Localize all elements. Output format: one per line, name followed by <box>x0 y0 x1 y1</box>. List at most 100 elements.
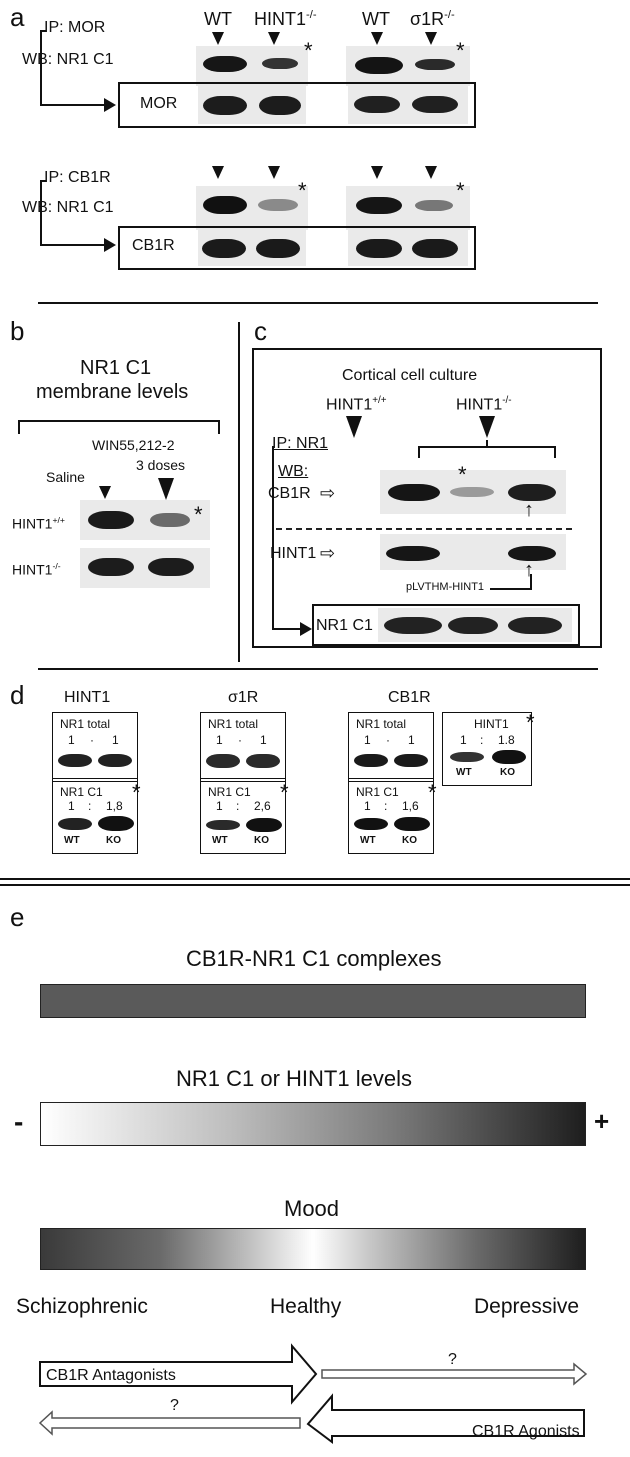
band-a1-hint1ko <box>262 58 298 69</box>
divider <box>38 302 598 304</box>
group-box-hint1 <box>52 712 138 854</box>
row-label-hint1-wt: HINT1+/+ <box>12 515 65 532</box>
divider-vertical <box>238 322 240 662</box>
dashed-separator <box>276 528 572 530</box>
group-title-hint1: HINT1 <box>64 689 111 706</box>
extra-hint1-title: HINT1 <box>474 717 509 731</box>
lane-marker-1 <box>212 32 224 45</box>
ratio-sep: : <box>480 733 484 747</box>
antagonists-label: CB1R Antagonists <box>46 1367 176 1384</box>
band-d <box>206 820 240 830</box>
band-d <box>354 818 388 830</box>
label-healthy: Healthy <box>270 1295 342 1318</box>
significance-star: * <box>526 710 535 735</box>
plasmid-label: pLVTHM-HINT1 <box>406 581 485 593</box>
complexes-bar <box>40 984 586 1018</box>
band-a1-s1rko <box>415 59 455 70</box>
band-d <box>206 754 240 768</box>
band-b-wt-doses <box>150 513 190 527</box>
band-d <box>58 818 92 830</box>
ratio-value: 1 <box>68 733 75 747</box>
saline-label: Saline <box>46 469 85 485</box>
agonists-label: CB1R Agonists <box>472 1423 580 1440</box>
significance-star: * <box>298 178 307 203</box>
panel-letter-c: c <box>254 316 267 346</box>
ip-mor-label: IP: MOR <box>44 19 106 36</box>
ko-label: KO <box>500 767 515 778</box>
lane-marker-c1 <box>346 416 362 438</box>
ratio-value: 1 <box>408 733 415 747</box>
ratio-value: 1 <box>364 799 371 813</box>
wb-nr1c1-label-1: WB: NR1 C1 <box>22 51 114 68</box>
band-b-ko-saline <box>88 558 134 576</box>
lane-label-s1r-ko: σ1R-/- <box>410 9 455 29</box>
band-a2-hint1ko <box>258 199 298 211</box>
mor-box-label: MOR <box>140 95 178 112</box>
up-arrow-icon: ↑ <box>524 499 534 521</box>
extra-hint1-box <box>442 712 532 786</box>
divider-double-1 <box>0 878 630 880</box>
nr1-total-label: NR1 total <box>208 717 259 731</box>
significance-star: * <box>458 462 467 487</box>
nr1c1-loading-box <box>312 604 580 646</box>
lane-label-wt-2: WT <box>362 9 390 29</box>
band-d <box>492 750 526 764</box>
band-c-nr1-2 <box>448 617 498 634</box>
ratio-sep: · <box>238 733 242 747</box>
treatment-label: WIN55,212-2 <box>92 437 175 453</box>
arrows-diagram <box>38 1343 588 1444</box>
band-cb1r-2 <box>256 239 300 258</box>
bar2-title: NR1 C1 or HINT1 levels <box>176 1066 412 1091</box>
band-a1-wt <box>203 56 247 72</box>
ratio-value: 1,8 <box>106 799 123 813</box>
ratio-value: 1,6 <box>402 799 419 813</box>
row-label-hint1: HINT1 <box>270 545 317 562</box>
wt-label: WT <box>64 835 80 846</box>
ratio-value: 1 <box>364 733 371 747</box>
ratio-sep: : <box>88 799 92 813</box>
ratio-sep: : <box>236 799 240 813</box>
panel-letter-b: b <box>10 316 25 346</box>
label-depressive: Depressive <box>474 1295 580 1318</box>
panel-c-frame <box>252 348 602 648</box>
ratio-sep: · <box>386 733 390 747</box>
band-mor-2 <box>259 96 301 115</box>
band-c-nr1-1 <box>384 617 442 634</box>
divider-double-2 <box>0 884 630 886</box>
ko-label: KO <box>402 835 417 846</box>
lane-label-hint1-ko: HINT1-/- <box>254 9 317 29</box>
band-a2-s1rko <box>415 200 453 211</box>
wt-label: WT <box>212 835 228 846</box>
hollow-arrow-icon: ⇨ <box>320 543 336 563</box>
mor-loading-box <box>118 82 476 128</box>
band-d <box>58 754 92 767</box>
band-c-nr1-3 <box>508 617 562 634</box>
cb1r-loading-box <box>118 226 476 270</box>
nr1-total-label: NR1 total <box>60 717 111 731</box>
col-label-hint1-ko: HINT1-/- <box>456 395 512 414</box>
group-title-cb1r: CB1R <box>388 689 431 706</box>
plus-sign: + <box>594 1106 610 1136</box>
group-box-s1r <box>200 712 286 854</box>
ip-cb1r-label: IP: CB1R <box>44 169 111 186</box>
ip-nr1-label: IP: NR1 <box>272 435 329 452</box>
band-mor-4 <box>412 96 458 113</box>
significance-star: * <box>428 780 437 805</box>
lane-marker-saline <box>99 486 111 499</box>
nr1c1-box-label: NR1 C1 <box>316 617 373 634</box>
band-mor-1 <box>203 96 247 115</box>
antagonists-arrow <box>39 1343 318 1405</box>
band-a1-wt2 <box>355 57 403 74</box>
doses-label: 3 doses <box>136 457 186 473</box>
ko-label: KO <box>106 835 121 846</box>
nr1-total-label: NR1 total <box>356 717 407 731</box>
band-c-hint1-1 <box>386 546 440 561</box>
group-title-s1r: σ1R <box>228 689 259 706</box>
col-label-hint1-wt: HINT1+/+ <box>326 395 387 414</box>
wt-label: WT <box>360 835 376 846</box>
lane-marker-doses <box>158 478 174 500</box>
band-d <box>246 818 282 832</box>
agonists-arrow <box>306 1393 585 1444</box>
lane-marker-5 <box>212 166 224 179</box>
significance-star: * <box>280 780 289 805</box>
